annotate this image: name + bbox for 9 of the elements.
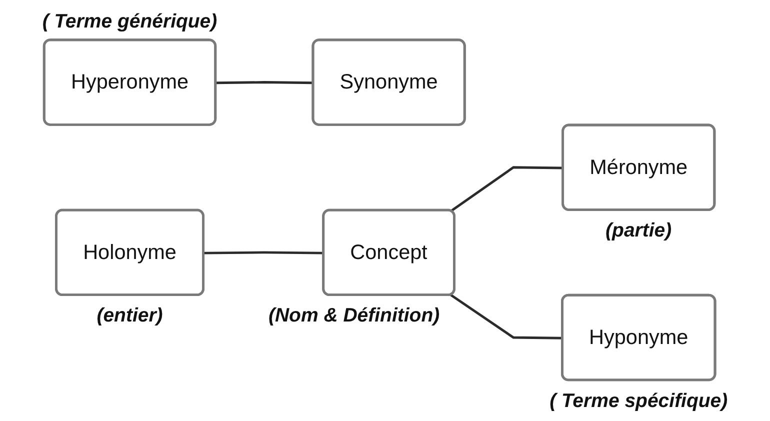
node-annotation: ( Terme générique) [42,10,218,33]
node-annotation: ( Terme spécifique) [550,390,728,412]
node-annotation: (entier) [96,304,163,327]
connector [204,251,324,254]
connector [450,294,563,340]
connector [450,166,564,212]
connector [216,81,314,84]
node-annotation: (partie) [606,220,672,242]
node-annotation: (Nom & Définition) [268,304,440,327]
